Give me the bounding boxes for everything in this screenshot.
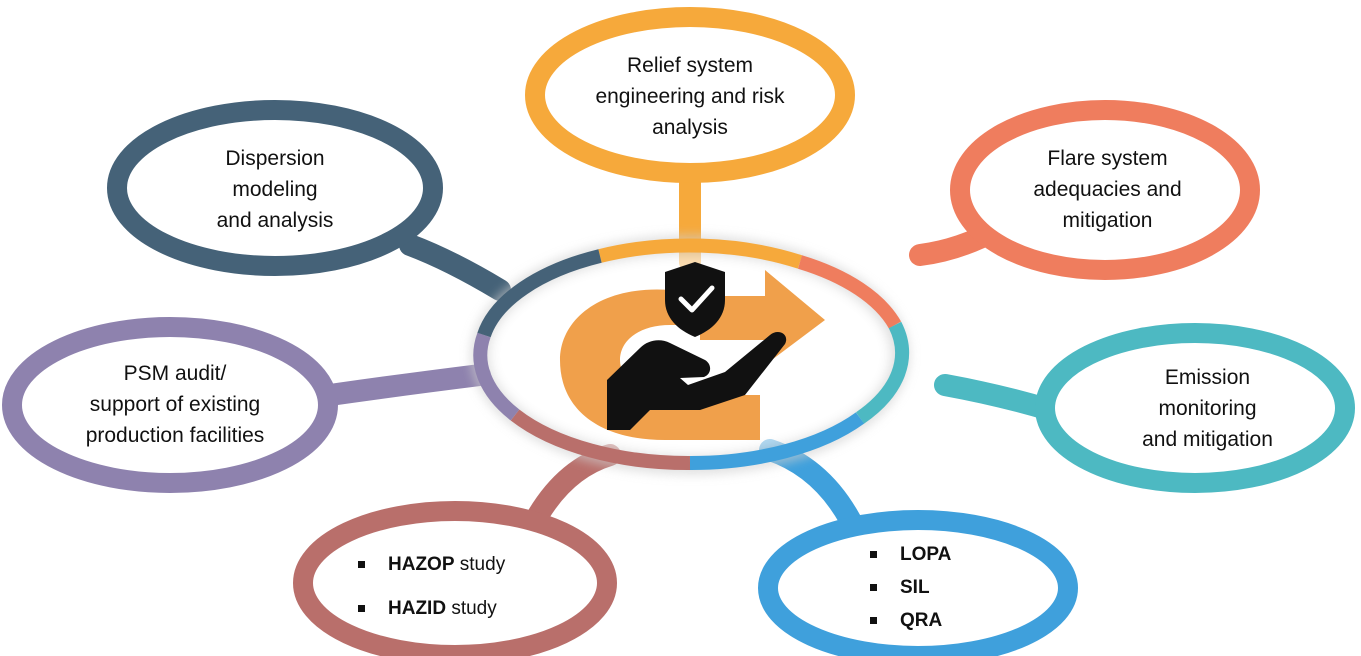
node-dispersion-line-1: Dispersion: [225, 147, 325, 170]
node-dispersion-line-3: and analysis: [216, 209, 334, 232]
node-relief-line-1: Relief system: [626, 54, 754, 77]
node-hazard-ring: [293, 501, 617, 656]
node-psm-label: PSM audit/ support of existing productio…: [60, 358, 290, 451]
node-emission-line-2: monitoring: [1158, 397, 1257, 420]
hub-seg-relief: [598, 238, 803, 269]
node-emission-line-1: Emission: [1164, 366, 1251, 389]
hub-seg-flare: [797, 255, 902, 329]
node-dispersion-label: Dispersion modeling and analysis: [165, 143, 385, 236]
node-emission-ring: [1035, 323, 1355, 493]
node-relief-label: Relief system engineering and risk analy…: [575, 50, 805, 143]
node-psm-ring: [2, 317, 338, 493]
hub-seg-psm: [473, 332, 520, 421]
quantitative-item-bold: SIL: [900, 577, 930, 598]
connector-psm: [319, 364, 491, 406]
check-icon: [678, 285, 715, 313]
hub-seg-dispersion: [477, 249, 602, 338]
quantitative-item-bold: QRA: [900, 610, 943, 631]
node-relief-line-2: engineering and risk: [595, 85, 785, 108]
node-quantitative-item: SIL: [870, 571, 1010, 604]
node-dispersion-line-2: modeling: [232, 178, 318, 201]
hand-shield-check-icon: [560, 262, 825, 440]
node-flare-label: Flare system adequacies and mitigation: [1000, 143, 1215, 236]
node-quantitative-ring: [758, 510, 1078, 656]
node-relief-ring: [525, 7, 855, 183]
quantitative-item-bold: LOPA: [900, 544, 952, 565]
node-flare-ring: [950, 100, 1260, 280]
node-flare-line-3: mitigation: [1062, 209, 1153, 232]
hub-seg-emission: [855, 321, 909, 424]
connector-dispersion: [399, 234, 511, 301]
hazard-item-bold: HAZID: [388, 598, 447, 619]
node-psm-line-1: PSM audit/: [123, 362, 227, 385]
node-hazard-item: HAZID study: [358, 587, 578, 631]
node-flare-line-1: Flare system: [1047, 147, 1168, 170]
node-dispersion-ring: [107, 100, 443, 276]
node-quantitative-item: QRA: [870, 604, 1010, 637]
shield-icon: [665, 262, 725, 337]
connector-emission: [934, 374, 1061, 421]
hub-seg-hazard: [510, 409, 691, 471]
hand-icon: [607, 331, 787, 430]
node-hazard-list: HAZOP study HAZID study: [358, 543, 578, 631]
node-emission-line-3: and mitigation: [1142, 428, 1273, 451]
hazard-item-rest: study: [454, 554, 506, 575]
hub-seg-quantitative: [689, 412, 865, 471]
node-quantitative-list: LOPA SIL QRA: [870, 538, 1010, 637]
node-rings: [2, 7, 1355, 656]
node-psm-line-3: production facilities: [85, 424, 265, 447]
hazard-item-bold: HAZOP: [388, 554, 455, 575]
node-quantitative-item: LOPA: [870, 538, 1010, 571]
node-hazard-item: HAZOP study: [358, 543, 578, 587]
node-relief-line-3: analysis: [652, 116, 728, 139]
node-emission-label: Emission monitoring and mitigation: [1100, 362, 1315, 455]
node-psm-line-2: support of existing: [89, 393, 261, 416]
hazard-item-rest: study: [446, 598, 497, 619]
node-flare-line-2: adequacies and: [1033, 178, 1182, 201]
